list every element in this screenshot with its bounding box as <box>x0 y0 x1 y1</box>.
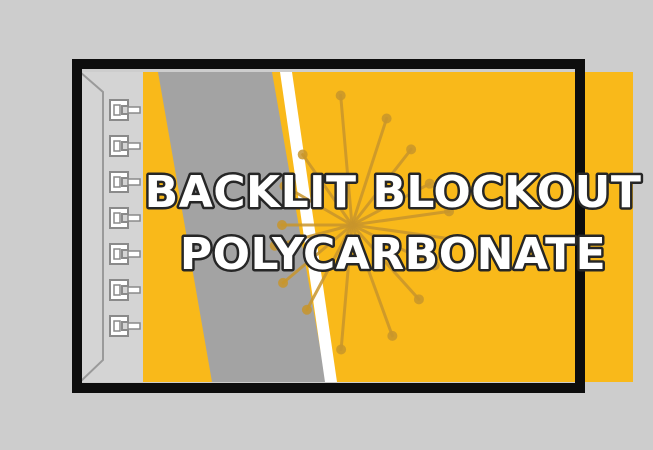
lamp-icon <box>109 243 141 265</box>
light-burst-icon <box>269 90 460 355</box>
lamp-icon <box>109 135 141 157</box>
accent-line <box>280 72 337 382</box>
light-box-bevel <box>79 71 104 383</box>
headline-line-2: POLYCARBONATE <box>180 229 606 280</box>
diagonal-stripe <box>158 72 326 382</box>
lamp-icon <box>109 279 141 301</box>
lamp-column <box>109 99 141 337</box>
lamp-icon <box>109 99 141 121</box>
headline-line-1: BACKLIT BLOCKOUT <box>145 167 642 218</box>
sign-frame <box>72 59 585 393</box>
lamp-icon <box>109 207 141 229</box>
lamp-icon <box>109 171 141 193</box>
lamp-icon <box>109 315 141 337</box>
